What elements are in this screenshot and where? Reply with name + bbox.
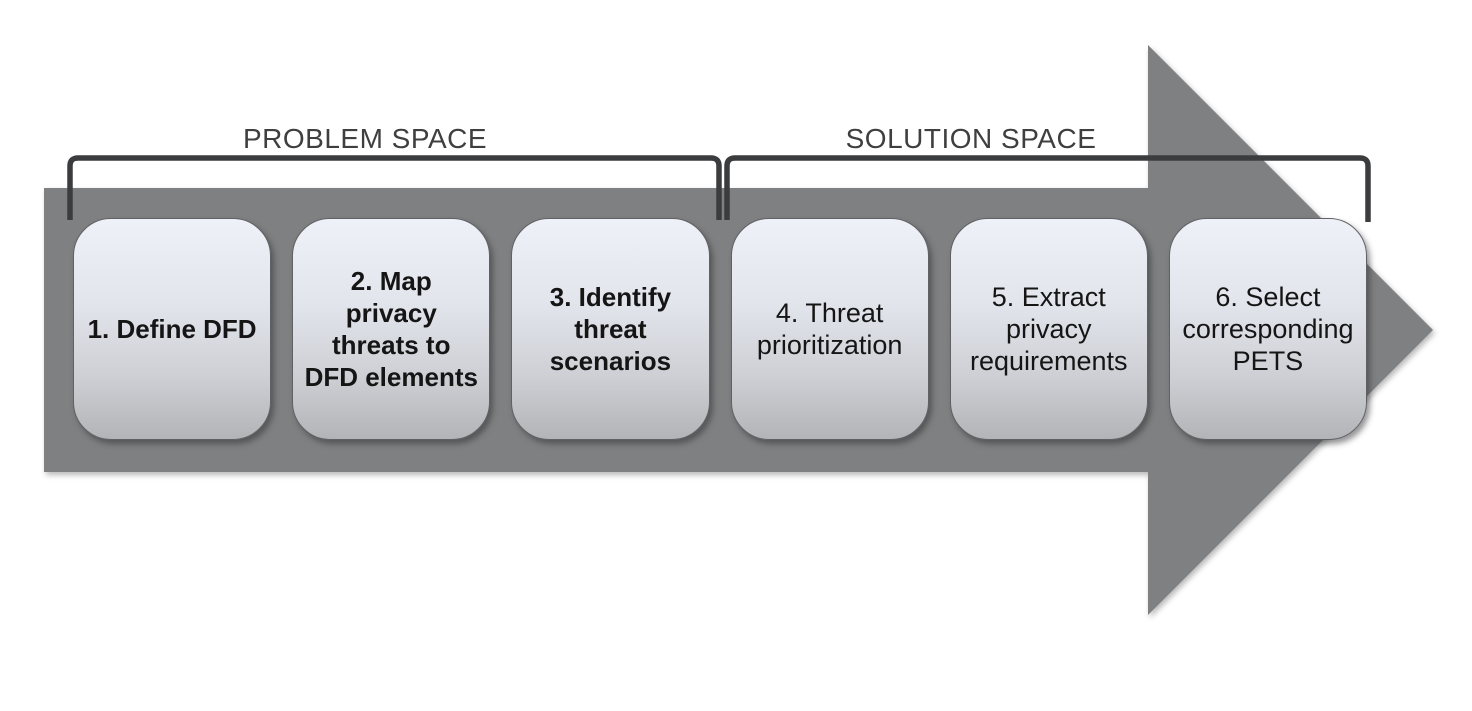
- step-box-6-select-corresponding-pets: 6. Select corresponding PETS: [1168, 218, 1368, 440]
- step-box-1-define-dfd: 1. Define DFD: [73, 218, 272, 440]
- step-box-4-threat-prioritization: 4. Threat prioritization: [730, 218, 929, 440]
- step-box-5-extract-privacy-requirements: 5. Extract privacy requirements: [949, 218, 1148, 440]
- step-box-2-map-privacy-threats: 2. Map privacy threats to DFD elements: [292, 218, 491, 440]
- problem-space-bracket: [67, 155, 722, 220]
- solution-space-bracket: [724, 155, 1371, 222]
- solution-space-label: SOLUTION SPACE: [845, 123, 1097, 154]
- problem-space-label: PROBLEM SPACE: [242, 123, 488, 154]
- step-box-3-identify-threat-scenarios: 3. Identify threat scenarios: [511, 218, 710, 440]
- process-steps-row: 1. Define DFD 2. Map privacy threats to …: [73, 218, 1368, 440]
